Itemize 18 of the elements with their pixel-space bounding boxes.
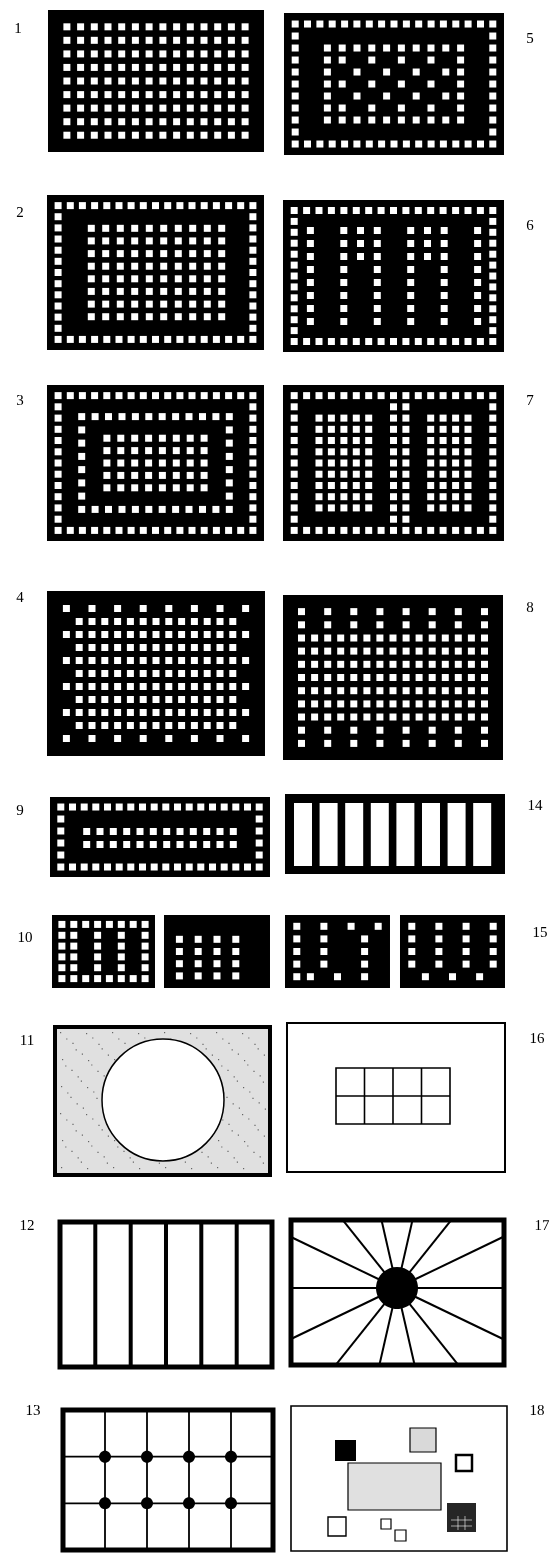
figure-number: 5 [527, 33, 534, 43]
figure-number: 13 [26, 1404, 40, 1416]
figure-number: 3 [16, 395, 24, 406]
figure-number: 15 [533, 927, 547, 938]
figure-number: 16 [530, 1032, 545, 1044]
figure-number: 4 [16, 592, 24, 602]
figure-number: 12 [20, 1220, 34, 1230]
figure-number: 7 [527, 395, 534, 405]
figure-number: 6 [526, 220, 534, 231]
figure-number: 18 [530, 1404, 544, 1416]
figure-number: 1 [15, 23, 21, 33]
figure-number: 11 [21, 1035, 34, 1045]
figure-number: 8 [526, 601, 534, 613]
figure-number: 10 [18, 931, 32, 943]
figure-number: 14 [528, 800, 543, 810]
figure-number: 9 [16, 805, 24, 816]
figure-number: 17 [535, 1220, 550, 1230]
figure-number: 2 [16, 207, 23, 217]
